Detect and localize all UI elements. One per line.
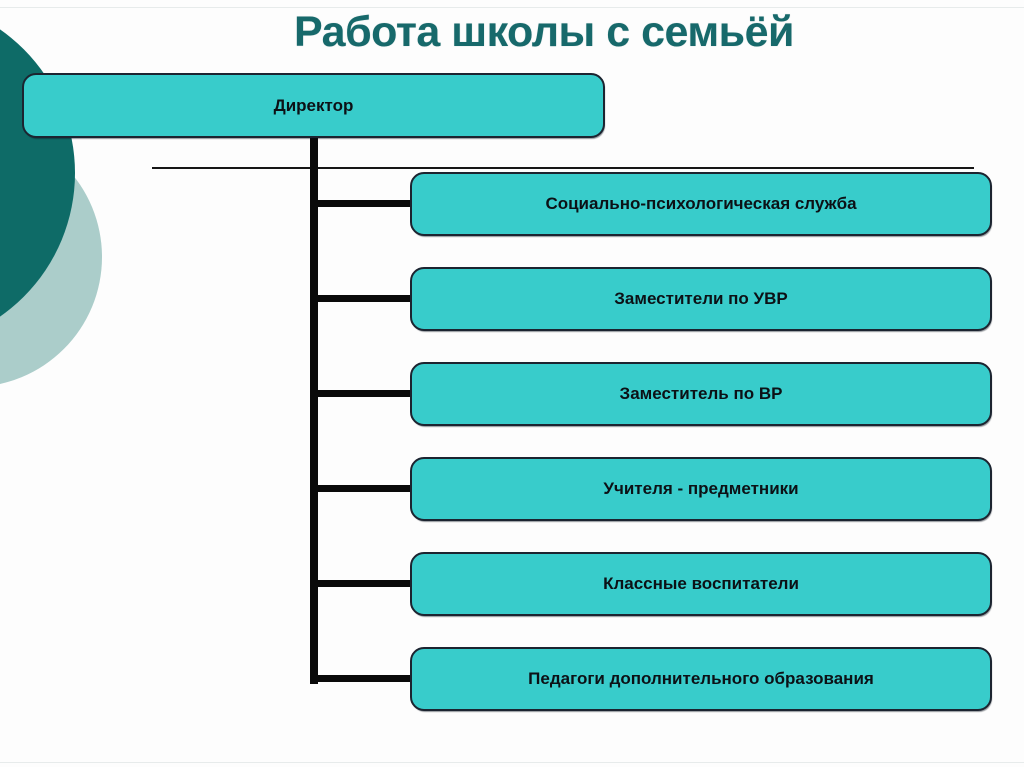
org-connector-stub — [313, 200, 411, 207]
org-box-label: Заместитель по ВР — [619, 384, 783, 403]
org-box-label: Учителя - предметники — [603, 479, 799, 498]
org-connector-stub — [313, 295, 411, 302]
org-connector-vertical — [310, 138, 318, 684]
slide-top-edge-line — [0, 7, 1024, 8]
org-box-label: Классные воспитатели — [603, 574, 799, 593]
title-divider-line — [152, 167, 974, 169]
org-box-child: Заместитель по ВР — [410, 362, 992, 426]
org-box-label: Заместители по УВР — [614, 289, 788, 308]
org-box-child: Педагоги дополнительного образования — [410, 647, 992, 711]
org-box-director: Директор — [22, 73, 605, 138]
org-box-child: Учителя - предметники — [410, 457, 992, 521]
org-box-label: Социально-психологическая служба — [545, 194, 857, 213]
org-box-child: Заместители по УВР — [410, 267, 992, 331]
slide-title: Работа школы с семьёй — [294, 8, 794, 56]
org-connector-stub — [313, 485, 411, 492]
org-connector-stub — [313, 675, 411, 682]
org-box-child: Социально-психологическая служба — [410, 172, 992, 236]
org-connector-stub — [313, 580, 411, 587]
slide-bottom-edge-line — [0, 762, 1024, 763]
org-connector-stub — [313, 390, 411, 397]
org-box-label: Директор — [273, 95, 354, 115]
org-box-label: Педагоги дополнительного образования — [528, 669, 874, 688]
org-box-child: Классные воспитатели — [410, 552, 992, 616]
